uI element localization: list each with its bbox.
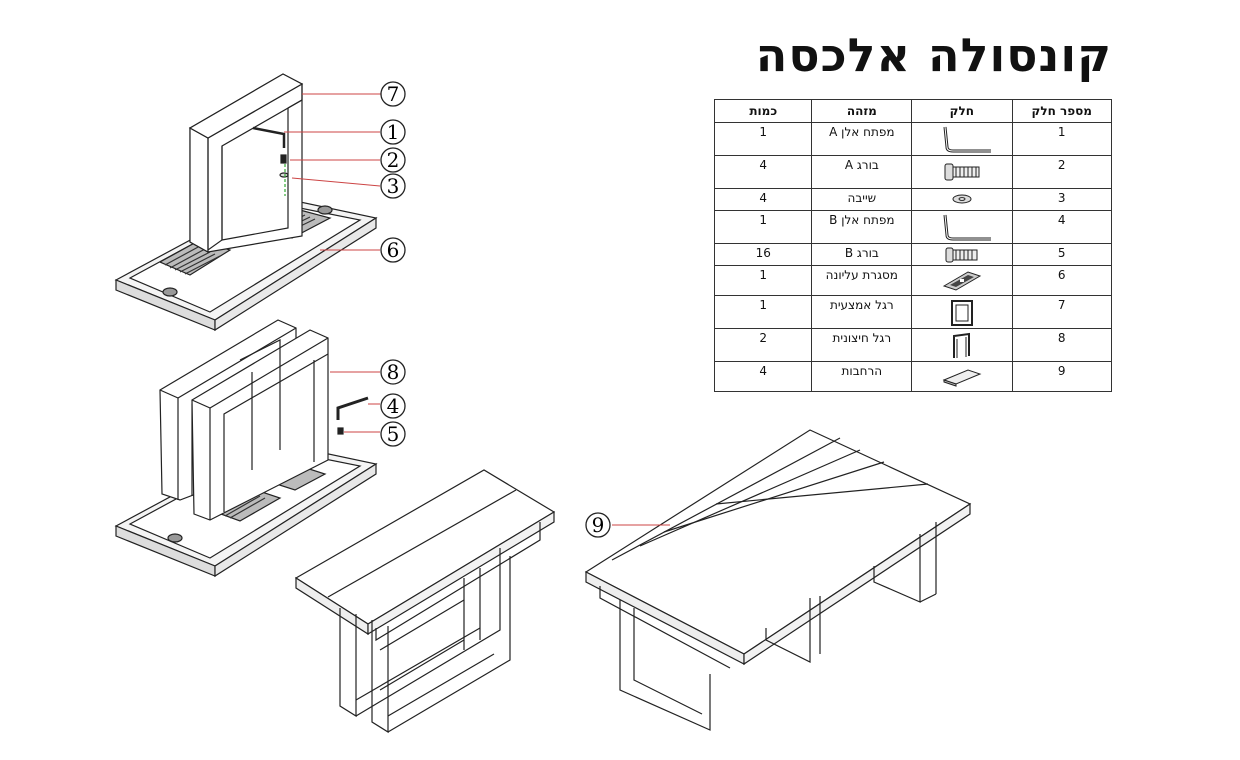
callout-6: 6 [380, 237, 406, 263]
table-row: 4 מפתח אלן B 1 [713, 210, 1112, 244]
page-title: קונסולה אלכסה [755, 28, 1112, 82]
part-number-cell: 1 [1011, 122, 1112, 156]
svg-text:5: 5 [387, 422, 400, 446]
allen-key-icon [911, 210, 1013, 244]
svg-text:6: 6 [387, 238, 400, 262]
callout-3: 3 [380, 173, 406, 199]
svg-text:8: 8 [387, 360, 400, 384]
step1-drawing [114, 73, 378, 332]
table-header-row: מספר חלק חלק מזהה כמות [713, 99, 1112, 123]
callout-7: 7 [380, 81, 406, 107]
step4-drawing [584, 429, 972, 731]
table-row: 3 שייבה 4 [713, 188, 1112, 211]
step3-drawing [294, 469, 556, 734]
callout-9: 9 [585, 512, 611, 538]
svg-text:9: 9 [592, 513, 605, 537]
svg-text:2: 2 [387, 148, 400, 172]
identifier-cell: הרחבות [811, 361, 913, 392]
table-row: 7 רגל אמצעית 1 [713, 295, 1112, 329]
callout-5: 5 [380, 421, 406, 447]
part-number-cell: 9 [1011, 361, 1112, 392]
extension-board-icon [911, 361, 1013, 392]
callout-8: 8 [380, 359, 406, 385]
header-identifier: מזהה [811, 99, 913, 123]
svg-text:7: 7 [387, 82, 400, 106]
outer-leg-icon [911, 328, 1013, 362]
parts-table: מספר חלק חלק מזהה כמות 1 מפתח אלן A 1 2 [713, 99, 1112, 392]
identifier-cell: מסגרת עליונה [811, 265, 913, 296]
callout-1: 1 [380, 119, 406, 145]
table-row: 2 בורג A 4 [713, 155, 1112, 189]
quantity-cell: 1 [713, 295, 813, 329]
quantity-cell: 1 [713, 265, 813, 296]
quantity-cell: 4 [713, 155, 813, 189]
identifier-cell: מפתח אלן B [811, 210, 913, 244]
callout-4: 4 [380, 393, 406, 419]
quantity-cell: 1 [713, 210, 813, 244]
part-number-cell: 4 [1011, 210, 1112, 244]
screw-icon [911, 243, 1013, 266]
svg-text:3: 3 [387, 174, 400, 198]
identifier-cell: רגל אמצעית [811, 295, 913, 329]
table-row: 9 הרחבות 4 [713, 361, 1112, 392]
identifier-cell: רגל חיצונית [811, 328, 913, 362]
quantity-cell: 4 [713, 361, 813, 392]
step2-drawing [114, 319, 378, 578]
callout-2: 2 [380, 147, 406, 173]
screw-icon [911, 155, 1013, 189]
svg-text:1: 1 [387, 120, 400, 144]
middle-leg-icon [911, 295, 1013, 329]
svg-text:4: 4 [387, 394, 400, 418]
part-number-cell: 2 [1011, 155, 1112, 189]
header-part-number: מספר חלק [1011, 99, 1112, 123]
part-number-cell: 7 [1011, 295, 1112, 329]
table-row: 6 מסגרת עליונה 1 [713, 265, 1112, 296]
part-callouts: 7 1 2 3 6 8 4 5 9 [380, 81, 611, 538]
